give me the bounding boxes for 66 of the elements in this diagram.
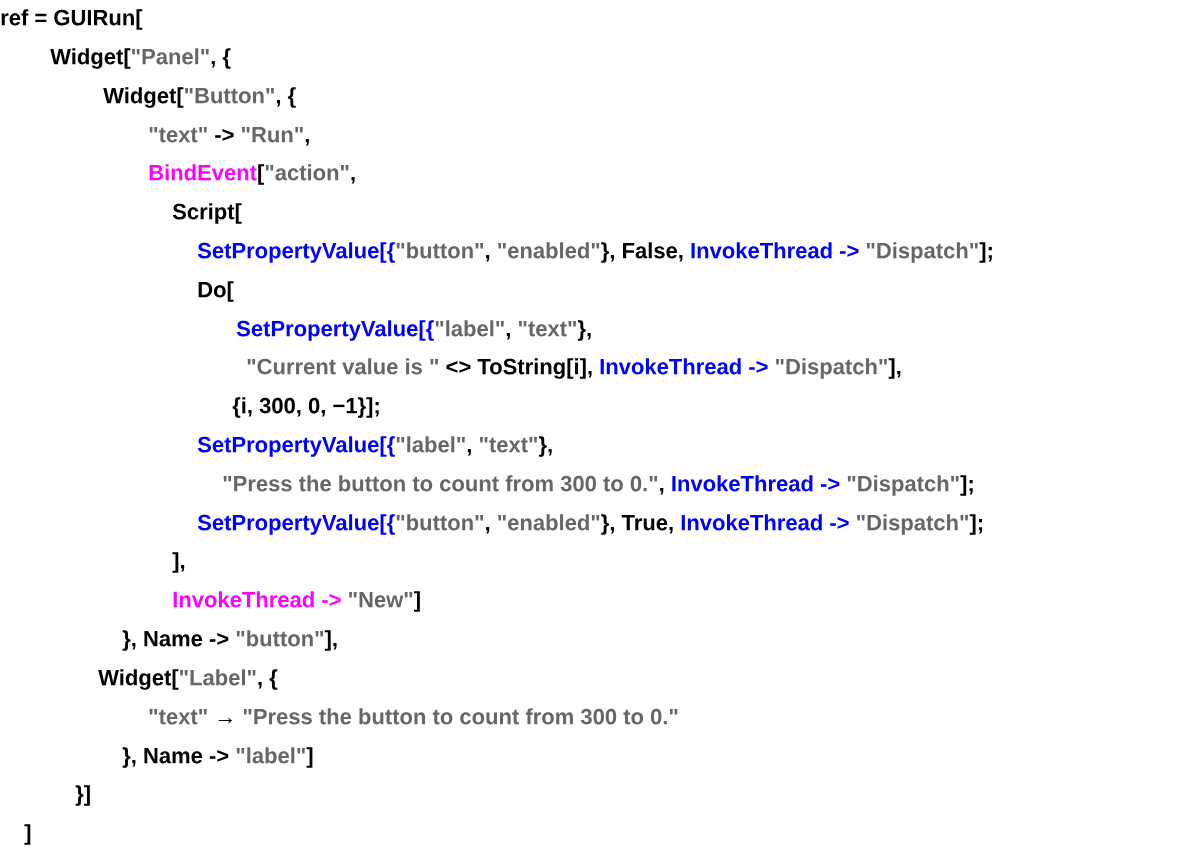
- code-line: Widget["Label", {: [98, 669, 278, 690]
- label: },: [538, 436, 552, 457]
- label: "Dispatch": [776, 358, 887, 379]
- label: ];: [979, 242, 992, 263]
- label: BindEvent: [149, 164, 257, 181]
- label: ,: [486, 254, 490, 262]
- label: ,: [660, 487, 664, 495]
- label: "text": [518, 321, 577, 337]
- label: <> ToString[i],: [446, 358, 592, 379]
- code-line: "text" -> "Run",: [149, 127, 309, 146]
- label: "label": [396, 436, 465, 453]
- code-line: ],: [172, 552, 185, 573]
- code-line: SetPropertyValue[{"label", "text"},: [236, 320, 591, 341]
- label: InvokeThread ->: [672, 475, 840, 492]
- label: "text": [149, 127, 207, 143]
- code-line: }]: [75, 785, 90, 806]
- code-line: SetPropertyValue[{"label", "text"},: [197, 436, 552, 457]
- label: InvokeThread ->: [600, 358, 768, 375]
- label: SetPropertyValue[{: [236, 320, 434, 341]
- label: InvokeThread ->: [691, 242, 859, 259]
- label: ,: [305, 138, 309, 146]
- label: "Dispatch": [847, 475, 959, 496]
- code-line: Do[: [198, 281, 234, 302]
- code-line: Script[: [172, 203, 242, 224]
- label: "Current value is ": [247, 358, 438, 375]
- code-line: Widget["Panel", {: [50, 48, 231, 69]
- code-line: Widget["Button", {: [103, 87, 296, 108]
- code-line: SetPropertyValue[{"button", "enabled"}, False, InvokeThread -> "Dispatch"];: [197, 242, 992, 263]
- code-line: }, Name -> "label"]: [122, 747, 313, 768]
- code-line: "Press the button to count from 300 to 0.", InvokeThread -> "Dispatch"];: [223, 475, 973, 496]
- label: ,: [486, 526, 490, 534]
- label: },: [577, 320, 591, 341]
- label: "label": [435, 320, 504, 337]
- code-line: "text" → "Press the button to count from 300 to 0.": [149, 708, 678, 725]
- code-line: }, Name -> "button"],: [122, 630, 337, 651]
- code-line: "Current value is " <> ToString[i], InvokeThread -> "Dispatch"],: [247, 358, 901, 379]
- label: ->: [215, 129, 234, 141]
- label: SetPropertyValue[{: [197, 514, 395, 535]
- label: "enabled": [498, 242, 600, 259]
- label: "text": [479, 437, 538, 453]
- code-line: {i, 300, 0, −1}];: [232, 397, 379, 418]
- label: "Press the button to count from 300 to 0.": [223, 475, 658, 492]
- label: }, False,: [601, 242, 683, 263]
- label: ,: [467, 448, 471, 456]
- label: [: [258, 164, 265, 185]
- label: }, True,: [601, 514, 673, 535]
- label: SetPropertyValue[{: [197, 242, 395, 263]
- code-line: BindEvent["action",: [149, 164, 355, 185]
- code-line: ]: [24, 824, 31, 845]
- label: "button": [396, 514, 484, 531]
- code-line: InvokeThread -> "New"]: [173, 591, 420, 612]
- label: "Dispatch": [866, 242, 978, 263]
- label: ];: [969, 514, 983, 535]
- label: "action": [265, 164, 349, 181]
- label: SetPropertyValue[{: [197, 436, 395, 457]
- label: InvokeThread ->: [681, 514, 849, 531]
- code-line: SetPropertyValue[{"button", "enabled"}, True, InvokeThread -> "Dispatch"];: [197, 514, 982, 535]
- label: "Dispatch": [857, 514, 968, 535]
- label: "button": [396, 242, 484, 259]
- label: ],: [888, 358, 901, 379]
- label: "enabled": [498, 514, 600, 531]
- label: "Run": [242, 127, 303, 143]
- code-line: ref = GUIRun[: [1, 9, 143, 30]
- label: ,: [506, 332, 510, 340]
- label: ];: [960, 475, 973, 496]
- label: ,: [351, 176, 355, 184]
